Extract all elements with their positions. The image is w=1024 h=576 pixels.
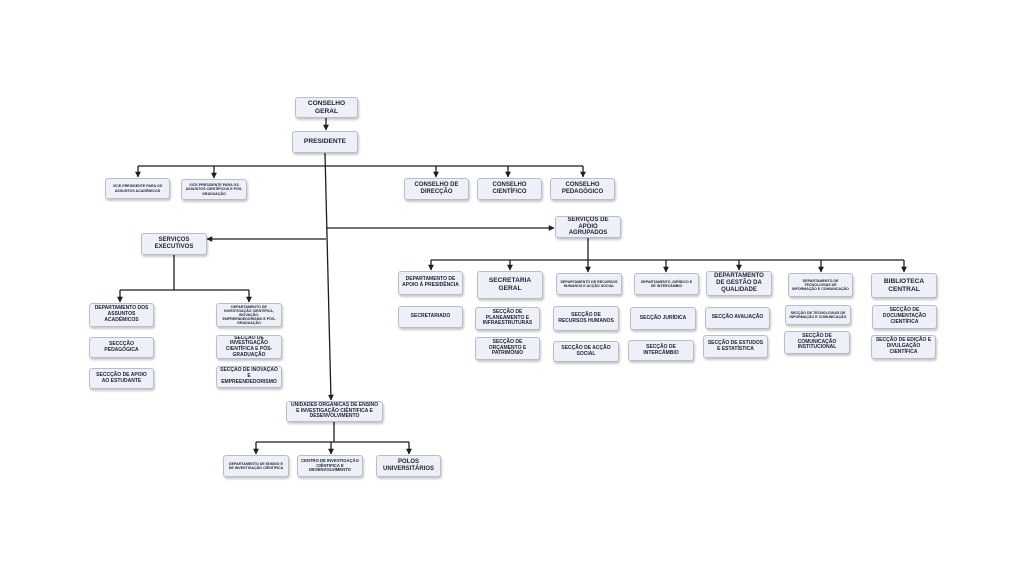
node-dep-assuntos-academicos: DEPARTAMENTO DOS ASSUNTOS ACADÉMICOS [89, 303, 154, 327]
node-biblioteca-central: BIBLIOTECA CENTRAL [871, 273, 937, 298]
node-conselho-geral: CONSELHO GERAL [295, 97, 358, 118]
node-seccao-estudos: SECÇÃO DE ESTUDOS E ESTATÍSTICA [703, 335, 768, 358]
node-seccao-tecnologias: SECÇÃO DE TECNOLOGIAS DE INFORMAÇÃO E CO… [785, 305, 851, 325]
node-seccao-juridica: SECÇÃO JURÍDICA [630, 307, 696, 330]
node-vp-cientificos: VICE-PRESIDENTE PARA OS ASSUNTOS CIENTÍF… [181, 179, 247, 200]
node-seccao-documentacao: SECÇÃO DE DOCUMENTAÇÃO CIENTÍFICA [872, 305, 937, 329]
node-polos-universitarios: POLOS UNIVERSITÁRIOS [376, 455, 441, 477]
node-dep-juridico: DEPARTAMENTO JURÍDICO E DE INTERCÂMBIO [634, 273, 699, 295]
node-seccao-apoio-estudante: SECCÇÃO DE APOIO AO ESTUDANTE [89, 368, 154, 389]
node-seccao-planeamento: SECÇÃO DE PLANEAMENTO E INFRAESTRUTURAS [475, 307, 540, 330]
node-centro-investigacao: CENTRO DE INVESTIGAÇÃO CIÊNTIFICA E DESE… [297, 455, 363, 477]
node-seccao-comunicacao: SECÇÃO DE COMUNICAÇÃO INSTITUCIONAL [784, 331, 850, 354]
node-seccao-pedagogica: SECCÇÃO PEDAGÓGICA [89, 337, 154, 358]
node-seccao-investigacao: SECÇÃO DE INVESTIGAÇÃO CIENTÍFICA E PÓS-… [216, 335, 282, 359]
node-conselho-cientifico: CONSELHO CIENTÍFICO [477, 178, 542, 200]
node-seccao-accao-social: SECÇÃO DE ACÇÃO SOCIAL [553, 341, 619, 362]
node-seccao-orcamento: SECÇÃO DE ORÇAMENTO E PATRIMÓNIO [475, 337, 540, 360]
node-conselho-pedagogico: CONSELHO PEDAGÓGICO [550, 178, 615, 200]
node-vp-academicos: VICE-PRESIDENTE PARA OS ASSUNTOS ACADÉMI… [105, 178, 170, 199]
node-dep-tecnologias: DEPARTAMENTO DE TECNOLOGIAS DE INFORMAÇÃ… [788, 273, 853, 297]
node-dep-qualidade: DEPARTAMENTO DE GESTÃO DA QUALIDADE [706, 271, 772, 296]
node-secretaria-geral: SECRETARIA GERAL [477, 271, 543, 299]
node-servicos-apoio: SERVIÇOS DE APOIO AGRUPADOS [555, 216, 621, 238]
node-seccao-recursos-humanos: SECÇÃO DE RECURSOS HUMANOS [553, 306, 619, 331]
node-servicos-executivos: SERVIÇOS EXECUTIVOS [141, 233, 207, 255]
node-dep-investigacao: DEPARTAMENTO DE INVESTIGAÇÃO CIENTÍFICA,… [216, 303, 282, 327]
node-dep-recursos-humanos: DEPARTAMENTO DE RECURSOS HUMANOS E ACÇÃO… [556, 273, 622, 295]
node-conselho-direccao: CONSELHO DE DIRECÇÃO [404, 178, 469, 200]
node-secretariado: SECRETARIADO [398, 306, 463, 328]
node-seccao-inovacao: SECÇÃO DE INOVAÇÃO E EMPREENDEDORISMO [216, 366, 282, 388]
node-presidente: PRESIDENTE [292, 131, 358, 153]
node-seccao-intercambio: SECÇÃO DE INTERCÂMBIO [628, 340, 694, 361]
node-dep-ensino: DEPARTAMENTO DE ENSINO E DE INVESTIGAÇÃO… [223, 455, 289, 477]
node-seccao-edicao: SECÇÃO DE EDIÇÃO E DIVULGAÇÃO CIENTÍFICA [871, 335, 936, 359]
node-seccao-avaliacao: SECÇÃO AVALIAÇÃO [705, 307, 770, 329]
node-dep-apoio-presidencia: DEPARTAMENTO DE APOIO À PRESIDÊNCIA [398, 271, 463, 295]
node-unidades-organicas: UNIDADES ORGÂNICAS DE ENSINO E INVESTIGA… [286, 401, 383, 422]
